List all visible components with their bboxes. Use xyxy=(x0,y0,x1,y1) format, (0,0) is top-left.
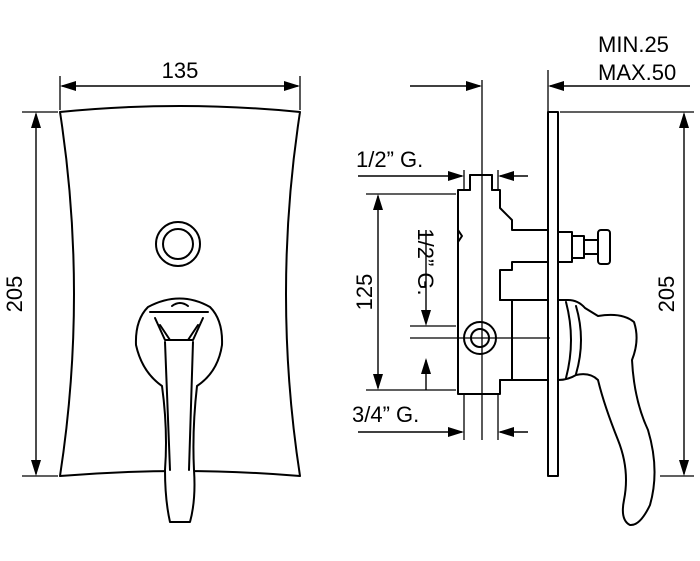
bottom-thread-label: 3/4” G. xyxy=(352,402,419,427)
side-cover-plate xyxy=(547,111,559,477)
valve-body xyxy=(457,174,549,395)
front-cover-plate xyxy=(59,105,301,477)
side-view: MIN.25 MAX.50 1/2” G. 125 xyxy=(352,32,694,527)
depth-max-label: MAX.50 xyxy=(598,60,676,85)
top-thread-label: 1/2” G. xyxy=(356,147,423,172)
side-thread-dimension: 1/2” G. xyxy=(413,228,438,390)
diverter-knob-side xyxy=(557,229,611,265)
front-height-label: 205 xyxy=(2,276,27,313)
diverter-knob-outer xyxy=(155,221,201,267)
top-thread-dimension: 1/2” G. xyxy=(356,147,528,190)
bottom-thread-dimension: 3/4” G. xyxy=(352,394,528,440)
side-height-dimension: 205 xyxy=(560,111,694,477)
front-view: 135 205 xyxy=(2,58,301,523)
side-thread-label: 1/2” G. xyxy=(413,228,438,295)
front-lever-handle xyxy=(134,297,224,523)
depth-dimension: MIN.25 MAX.50 xyxy=(410,32,690,91)
front-height-dimension: 205 xyxy=(2,111,58,477)
side-height-label: 205 xyxy=(654,276,679,313)
diverter-knob-inner xyxy=(162,228,194,260)
inlet-spacing-label: 125 xyxy=(352,274,377,311)
depth-min-label: MIN.25 xyxy=(598,32,669,57)
inlet-spacing-dimension: 125 xyxy=(352,193,456,391)
front-width-dimension: 135 xyxy=(59,58,301,110)
front-width-label: 135 xyxy=(162,58,199,83)
side-lever-handle xyxy=(557,299,656,527)
